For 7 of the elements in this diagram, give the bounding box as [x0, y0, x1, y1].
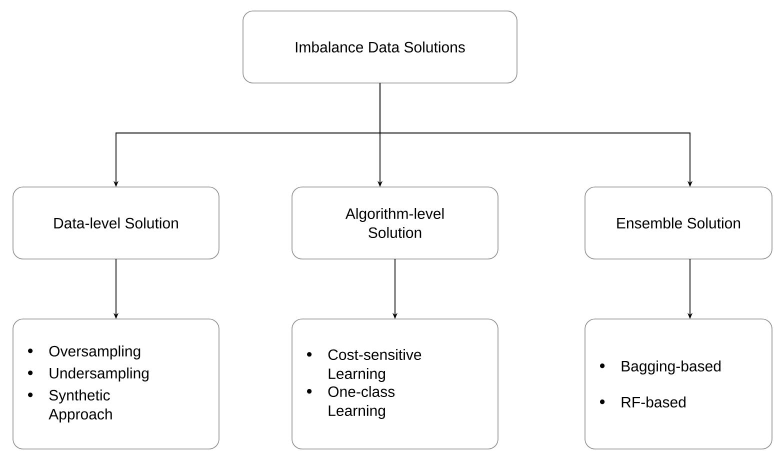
root-box: Imbalance Data Solutions: [242, 10, 518, 84]
category-box: Algorithm-level Solution: [292, 186, 498, 260]
list-box: Oversampling Undersampling Synthetic Approach: [12, 318, 220, 450]
category-box: Data-level Solution: [12, 186, 220, 260]
category-box: Ensemble Solution: [584, 186, 772, 260]
list-box: Bagging-based RF-based: [584, 318, 772, 450]
list-box: Cost-sensitive Learning One-class Learning: [292, 318, 498, 450]
